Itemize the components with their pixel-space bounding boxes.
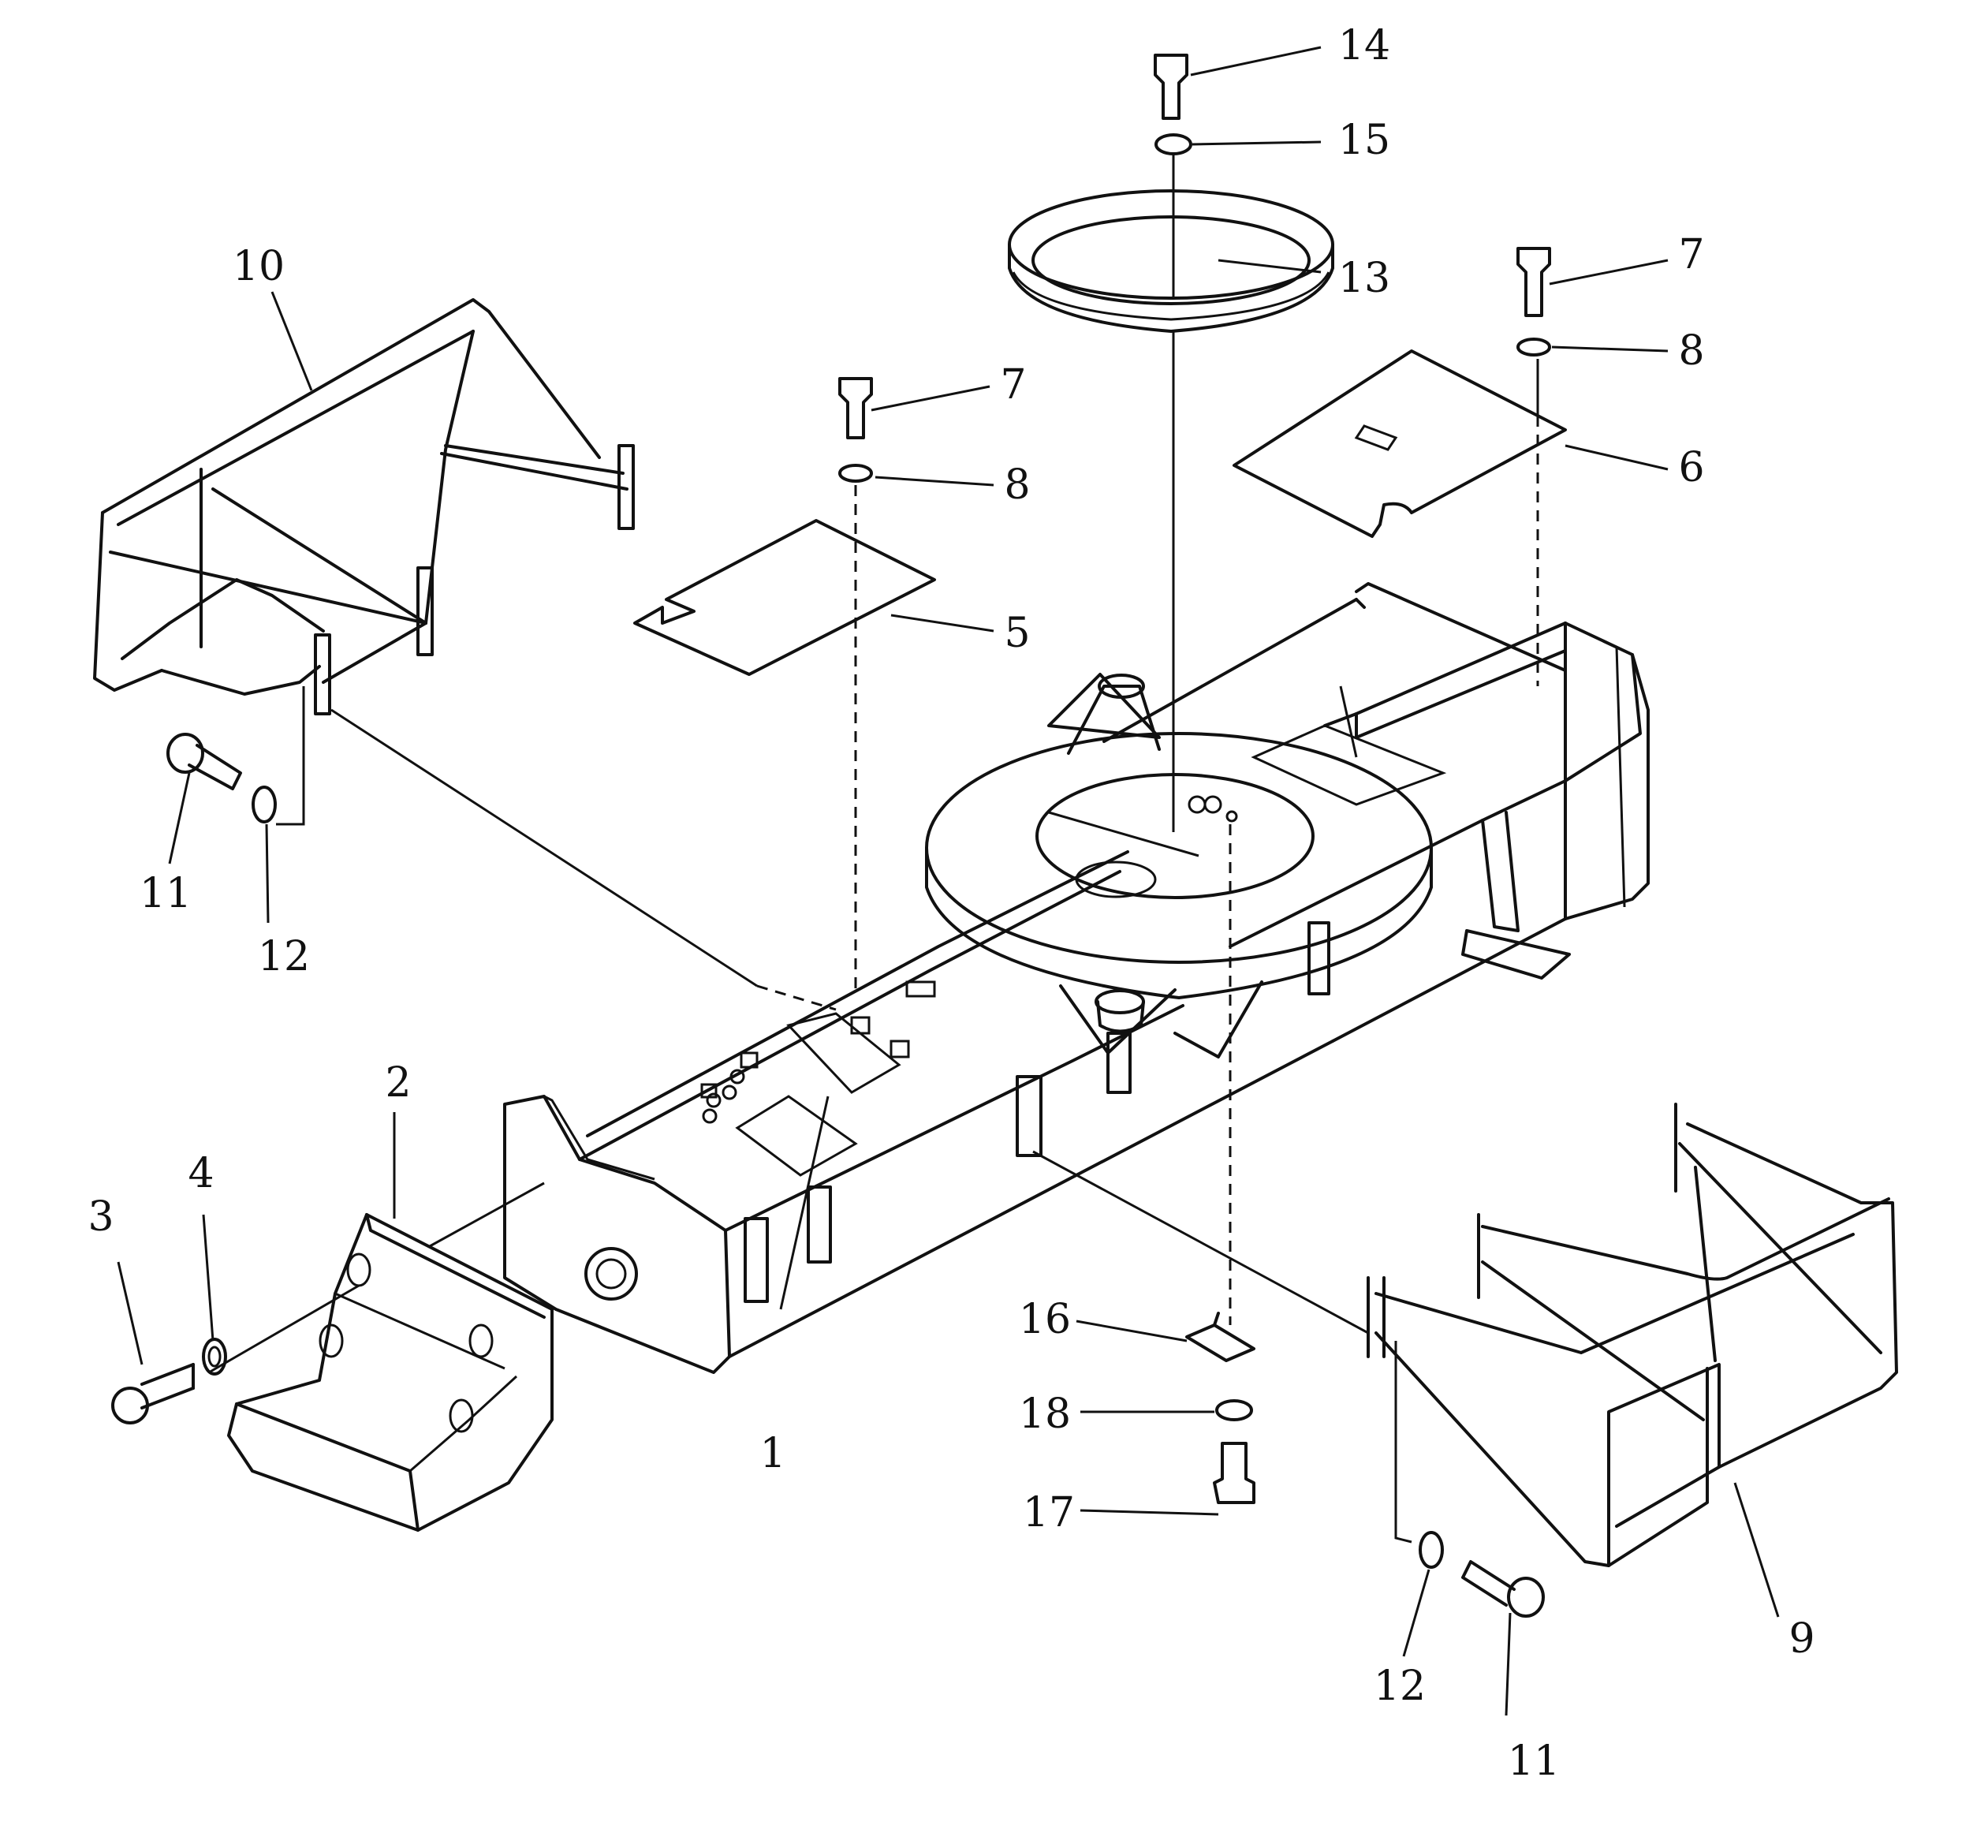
bolt-part-17 xyxy=(1213,1442,1255,1504)
callout-8-right: 8 xyxy=(1678,327,1704,375)
callout-8-center: 8 xyxy=(1004,461,1030,509)
callout-5: 5 xyxy=(1004,610,1030,657)
callout-17: 17 xyxy=(1023,1489,1075,1536)
callout-14: 14 xyxy=(1338,22,1390,69)
swing-circle-ring xyxy=(925,674,1433,1033)
callout-1: 1 xyxy=(759,1430,785,1477)
bolt-part-11-right xyxy=(1461,1560,1545,1618)
washer-part-4 xyxy=(202,1338,227,1376)
bolt-part-3 xyxy=(111,1363,195,1424)
guard-part-9 xyxy=(1367,1103,1898,1567)
callout-4: 4 xyxy=(188,1150,214,1197)
washer-part-8-center xyxy=(838,464,873,483)
callout-2: 2 xyxy=(385,1059,411,1107)
clamp-part-16 xyxy=(1185,1312,1255,1362)
callout-3: 3 xyxy=(88,1193,114,1241)
callout-12-left: 12 xyxy=(258,933,310,980)
cover-plate-part-6 xyxy=(1233,349,1567,538)
washer-part-8-right xyxy=(1516,338,1551,357)
bolt-part-7-right xyxy=(1516,247,1551,317)
bolt-part-11-left xyxy=(166,733,242,790)
callout-numbers: 1 2 3 4 5 6 7 7 8 8 9 10 11 11 12 12 13 … xyxy=(88,22,1815,1785)
callout-18: 18 xyxy=(1019,1391,1071,1438)
washer-part-12-left xyxy=(252,786,277,823)
callout-7-center: 7 xyxy=(1000,361,1026,409)
bolt-part-7-center xyxy=(838,377,873,439)
washer-part-15 xyxy=(1154,133,1192,155)
callout-6: 6 xyxy=(1678,444,1704,491)
washer-part-18 xyxy=(1215,1399,1253,1421)
callout-12-right: 12 xyxy=(1374,1663,1426,1710)
callout-16: 16 xyxy=(1019,1296,1071,1343)
callout-10: 10 xyxy=(233,243,285,290)
bolt-part-14 xyxy=(1154,54,1188,120)
callout-7-right: 7 xyxy=(1678,231,1704,278)
callout-15: 15 xyxy=(1338,117,1390,164)
main-frame-part-1 xyxy=(503,582,1650,1374)
callout-11-left: 11 xyxy=(140,870,192,917)
leader-lines xyxy=(117,46,1780,1716)
callout-9: 9 xyxy=(1788,1615,1815,1663)
cover-plate-part-5 xyxy=(633,519,936,676)
callout-13: 13 xyxy=(1338,255,1390,302)
counterweight-part-2 xyxy=(227,1213,554,1532)
washer-part-12-right xyxy=(1419,1531,1444,1569)
seal-ring-part-13 xyxy=(1008,189,1334,333)
assembly-lines xyxy=(208,154,1539,1544)
guard-part-10 xyxy=(93,298,635,715)
callout-11-right: 11 xyxy=(1508,1738,1560,1785)
